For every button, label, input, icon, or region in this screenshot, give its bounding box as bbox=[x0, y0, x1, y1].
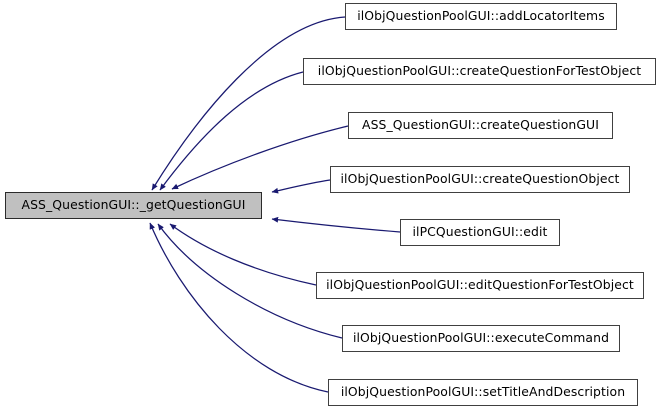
node-ilobjquestionpoolgui-executecommand[interactable]: ilObjQuestionPoolGUI::executeCommand bbox=[342, 325, 620, 352]
edge-path bbox=[151, 16, 346, 191]
node-label: ASS_QuestionGUI::_getQuestionGUI bbox=[21, 197, 246, 213]
node-ilpcquestiongui-edit[interactable]: ilPCQuestionGUI::edit bbox=[400, 219, 560, 246]
edge-path bbox=[159, 71, 304, 191]
node-label: ilPCQuestionGUI::edit bbox=[412, 224, 548, 240]
edge-path bbox=[271, 179, 331, 194]
edge-path bbox=[157, 223, 343, 339]
node-ilobjquestionpoolgui-createquestionfortestobject[interactable]: ilObjQuestionPoolGUI::createQuestionForT… bbox=[303, 58, 656, 85]
edge-path bbox=[149, 222, 329, 393]
node-label: ilObjQuestionPoolGUI::setTitleAndDescrip… bbox=[340, 384, 626, 400]
edge-path bbox=[271, 216, 401, 233]
node-label: ilObjQuestionPoolGUI::executeCommand bbox=[352, 330, 610, 346]
node-label: ilObjQuestionPoolGUI::addLocatorItems bbox=[357, 8, 605, 24]
node-ilobjquestionpoolgui-editquestionfortestobject[interactable]: ilObjQuestionPoolGUI::editQuestionForTes… bbox=[316, 272, 644, 299]
node-ilobjquestionpoolgui-addlocatoritems[interactable]: ilObjQuestionPoolGUI::addLocatorItems bbox=[345, 3, 617, 30]
node-ilobjquestionpoolgui-createquestionobject[interactable]: ilObjQuestionPoolGUI::createQuestionObje… bbox=[330, 166, 630, 193]
node-ass-questiongui-createquestiongui[interactable]: ASS_QuestionGUI::createQuestionGUI bbox=[348, 112, 613, 139]
node-center-ass-questiongui-getquestiongui[interactable]: ASS_QuestionGUI::_getQuestionGUI bbox=[5, 192, 262, 219]
node-label: ilObjQuestionPoolGUI::createQuestionForT… bbox=[317, 63, 642, 79]
edge-path bbox=[169, 223, 317, 286]
node-label: ASS_QuestionGUI::createQuestionGUI bbox=[362, 117, 599, 133]
node-ilobjquestionpoolgui-settitleanddescription[interactable]: ilObjQuestionPoolGUI::setTitleAndDescrip… bbox=[328, 379, 638, 406]
node-label: ilObjQuestionPoolGUI::createQuestionObje… bbox=[340, 171, 620, 187]
node-label: ilObjQuestionPoolGUI::editQuestionForTes… bbox=[326, 277, 634, 293]
edge-path bbox=[171, 125, 349, 190]
